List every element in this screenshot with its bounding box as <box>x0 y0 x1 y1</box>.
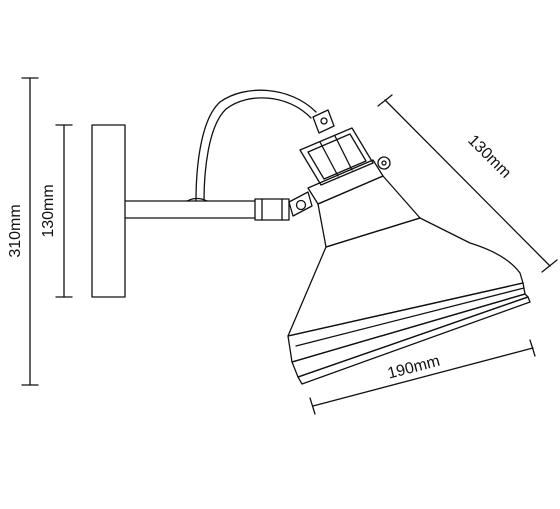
shade-depth-label: 130mm <box>464 132 514 182</box>
shade-cage <box>299 127 391 205</box>
shade-diameter-dimension <box>309 339 536 415</box>
plate-height-label: 130mm <box>40 184 57 237</box>
bracket <box>312 109 335 134</box>
total-height-label: 310mm <box>7 204 24 257</box>
shade-diameter-label: 190mm <box>386 353 442 383</box>
total-height-dimension <box>21 77 39 386</box>
plate-height-dimension <box>55 124 73 298</box>
lamp-shade <box>287 175 531 385</box>
shade-depth-dimension <box>377 94 558 273</box>
wall-plate <box>91 124 126 298</box>
arm-joint <box>254 191 313 221</box>
curved-support <box>195 89 317 202</box>
arm <box>124 197 256 219</box>
